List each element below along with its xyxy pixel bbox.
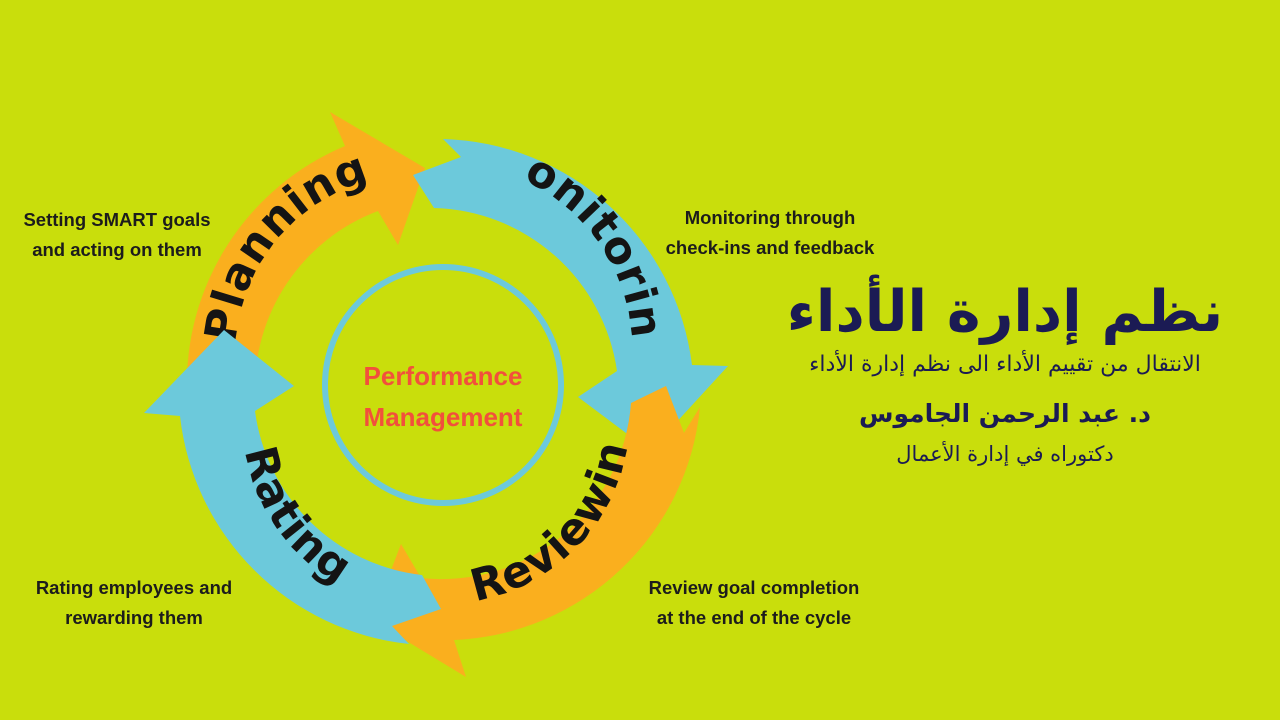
caption-reviewing: Review goal completion at the end of the… bbox=[649, 577, 860, 628]
caption-reviewing-line2: at the end of the cycle bbox=[657, 607, 851, 628]
caption-monitoring: Monitoring through check-ins and feedbac… bbox=[666, 207, 875, 258]
title-block: نظم إدارة الأداء الانتقال من تقييم الأدا… bbox=[770, 279, 1240, 466]
caption-rating-line2: rewarding them bbox=[65, 607, 203, 628]
caption-monitoring-line1: Monitoring through bbox=[685, 207, 856, 228]
monitoring-arrow-shape bbox=[413, 139, 728, 451]
caption-rating-line1: Rating employees and bbox=[36, 577, 232, 598]
author-credential: دكتوراه في إدارة الأعمال bbox=[896, 441, 1114, 466]
caption-rating: Rating employees and rewarding them bbox=[36, 577, 232, 628]
center-label-line2: Management bbox=[364, 402, 523, 432]
rating-arrow-shape bbox=[144, 330, 441, 644]
reviewing-arrow-shape bbox=[372, 386, 700, 677]
center-ring bbox=[322, 264, 564, 506]
caption-planning-line2: and acting on them bbox=[32, 239, 202, 260]
page-title: نظم إدارة الأداء bbox=[786, 279, 1224, 345]
center-label-line1: Performance bbox=[364, 361, 523, 391]
page-subtitle: الانتقال من تقييم الأداء الى نظم إدارة ا… bbox=[809, 351, 1201, 377]
caption-planning-line1: Setting SMART goals bbox=[23, 209, 210, 230]
author-name: د. عبد الرحمن الجاموس bbox=[859, 398, 1151, 428]
caption-monitoring-line2: check-ins and feedback bbox=[666, 237, 875, 258]
caption-planning: Setting SMART goals and acting on them bbox=[23, 209, 210, 260]
performance-management-cycle-diagram: Planning Monitoring Reviewing bbox=[0, 0, 875, 677]
caption-reviewing-line1: Review goal completion bbox=[649, 577, 860, 598]
planning-arrow-shape bbox=[186, 112, 425, 415]
